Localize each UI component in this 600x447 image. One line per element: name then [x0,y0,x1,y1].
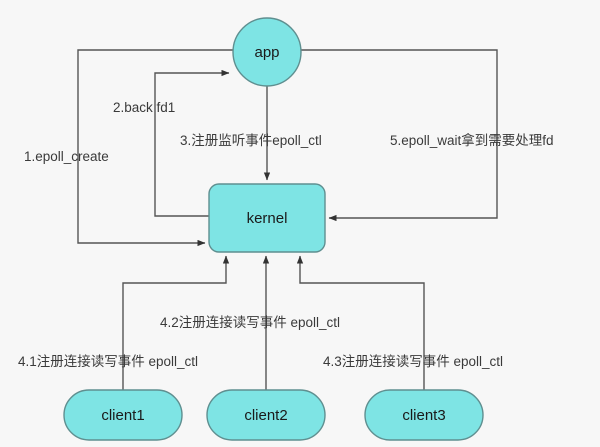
edge-label-register-listen: 3.注册监听事件epoll_ctl [180,133,322,148]
edge-epoll-create-line [77,49,233,247]
edge-client3-register-line [296,255,425,390]
node-kernel-label: kernel [247,210,288,227]
edge-client1-register-line [122,255,230,390]
node-client2[interactable] [206,389,326,441]
node-client3[interactable] [364,389,484,441]
node-app[interactable] [232,17,302,87]
node-client2-label: client2 [244,407,287,424]
node-client1[interactable] [63,389,183,441]
edge-label-epoll-wait: 5.epoll_wait拿到需要处理fd [390,132,554,148]
node-client3-label: client3 [402,407,445,424]
edge-epoll-wait-line [301,49,498,222]
edge-label-client3-register: 4.3注册连接读写事件 epoll_ctl [323,353,503,369]
node-app-label: app [254,44,279,61]
edge-label-back-fd1: 2.back fd1 [113,100,175,115]
edge-label-epoll-create: 1.epoll_create [24,149,109,164]
node-client1-label: client1 [101,407,144,424]
edge-back-fd1-line [154,69,230,217]
edge-label-client2-register: 4.2注册连接读写事件 epoll_ctl [160,314,340,330]
node-kernel[interactable] [208,183,326,253]
edge-label-client1-register: 4.1注册连接读写事件 epoll_ctl [18,353,198,369]
